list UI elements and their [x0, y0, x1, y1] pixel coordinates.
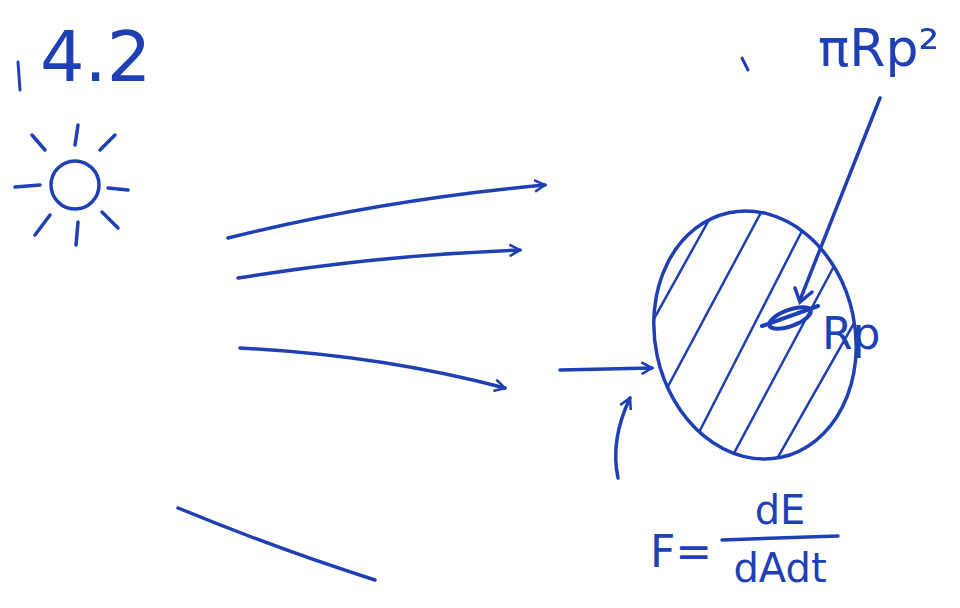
leader-line [795, 288, 812, 302]
pointer-arrow [616, 398, 630, 478]
sun-symbol [15, 125, 128, 245]
radius-label: Rp [822, 312, 881, 356]
light-rays [178, 185, 652, 580]
tick-mark [742, 58, 748, 70]
fraction-bar [722, 536, 838, 540]
formula-label: dE [755, 490, 806, 530]
leader-line [800, 98, 880, 300]
formula-label: dAdt [733, 548, 826, 588]
formula-label: F= [650, 530, 712, 574]
tick-mark [18, 62, 20, 90]
area-label: πRp² [818, 22, 939, 74]
section-number: 4.2 [40, 22, 151, 92]
